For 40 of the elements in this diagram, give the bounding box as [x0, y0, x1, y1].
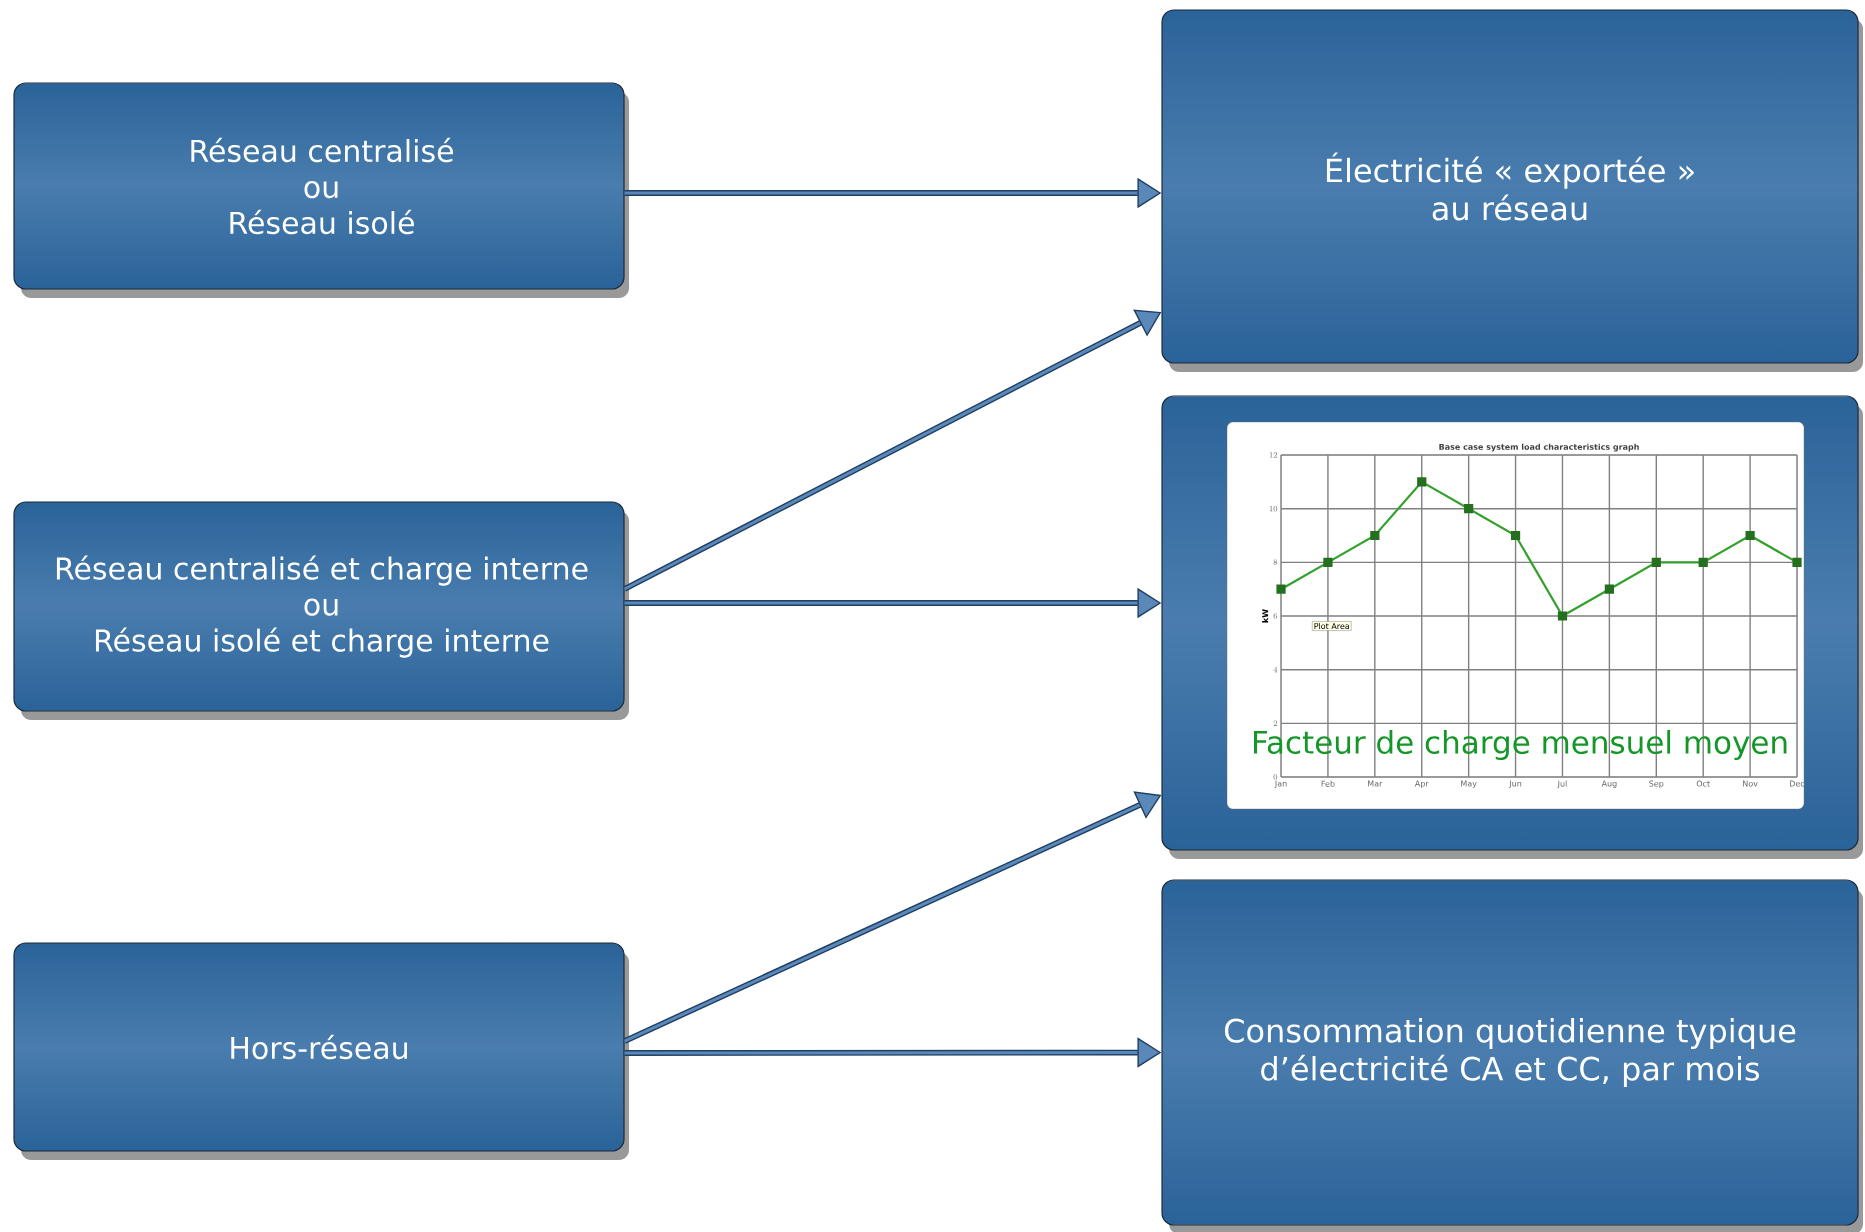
point [1464, 504, 1474, 514]
y-tick-label: 2 [1273, 720, 1278, 726]
process-box: Consommation quotidienne typique d’électricité CA et CC, par mois [1161, 879, 1863, 1232]
x-tick-label: Mar [1368, 780, 1383, 787]
y-tick-label: 6 [1273, 613, 1278, 619]
point [1745, 530, 1755, 541]
point [1792, 557, 1802, 567]
x-tick-label: May [1461, 780, 1477, 789]
point [1651, 557, 1661, 567]
x-tick-label: Dec [1790, 780, 1805, 787]
chart-caption: Facteur de charge mensuel moyen [1254, 730, 1787, 760]
x-tick-label: Jul [1557, 780, 1567, 789]
x-tick-label: Apr [1414, 780, 1429, 789]
process-box: Réseau centralisé et charge interne ou Réseau isolé et charge interne [13, 501, 629, 720]
y-tick-label: 8 [1273, 559, 1278, 566]
point [1698, 557, 1708, 567]
process-box: Électricité « exportée » au réseau [1161, 9, 1863, 372]
x-tick-label: Jan [1274, 780, 1287, 788]
tooltip-label: Plot Area [1312, 621, 1352, 631]
point [1557, 611, 1568, 621]
point [1323, 557, 1333, 567]
x-tick-label: Feb [1321, 780, 1335, 787]
x-tick-label: Oct [1696, 780, 1710, 787]
x-tick-label: Aug [1601, 780, 1617, 789]
chart-title: Base case system load characteristics graph [1439, 443, 1639, 452]
y-tick-label: 0 [1273, 774, 1278, 780]
point [1604, 584, 1614, 594]
x-tick-label: Jun [1508, 780, 1522, 788]
y-tick-label: 10 [1269, 505, 1278, 512]
process-box: Réseau centralisé ou Réseau isolé [13, 82, 629, 298]
point [1276, 584, 1286, 594]
process-box: Hors-réseau [13, 942, 629, 1160]
x-tick-label: Nov [1743, 780, 1758, 787]
point [1417, 477, 1427, 487]
y-axis-title: kW [1262, 609, 1269, 623]
y-tick-label: 12 [1269, 452, 1278, 458]
point [1510, 530, 1521, 541]
x-tick-label: Sep [1649, 780, 1664, 789]
y-tick-label: 4 [1273, 666, 1278, 673]
point [1370, 530, 1380, 541]
